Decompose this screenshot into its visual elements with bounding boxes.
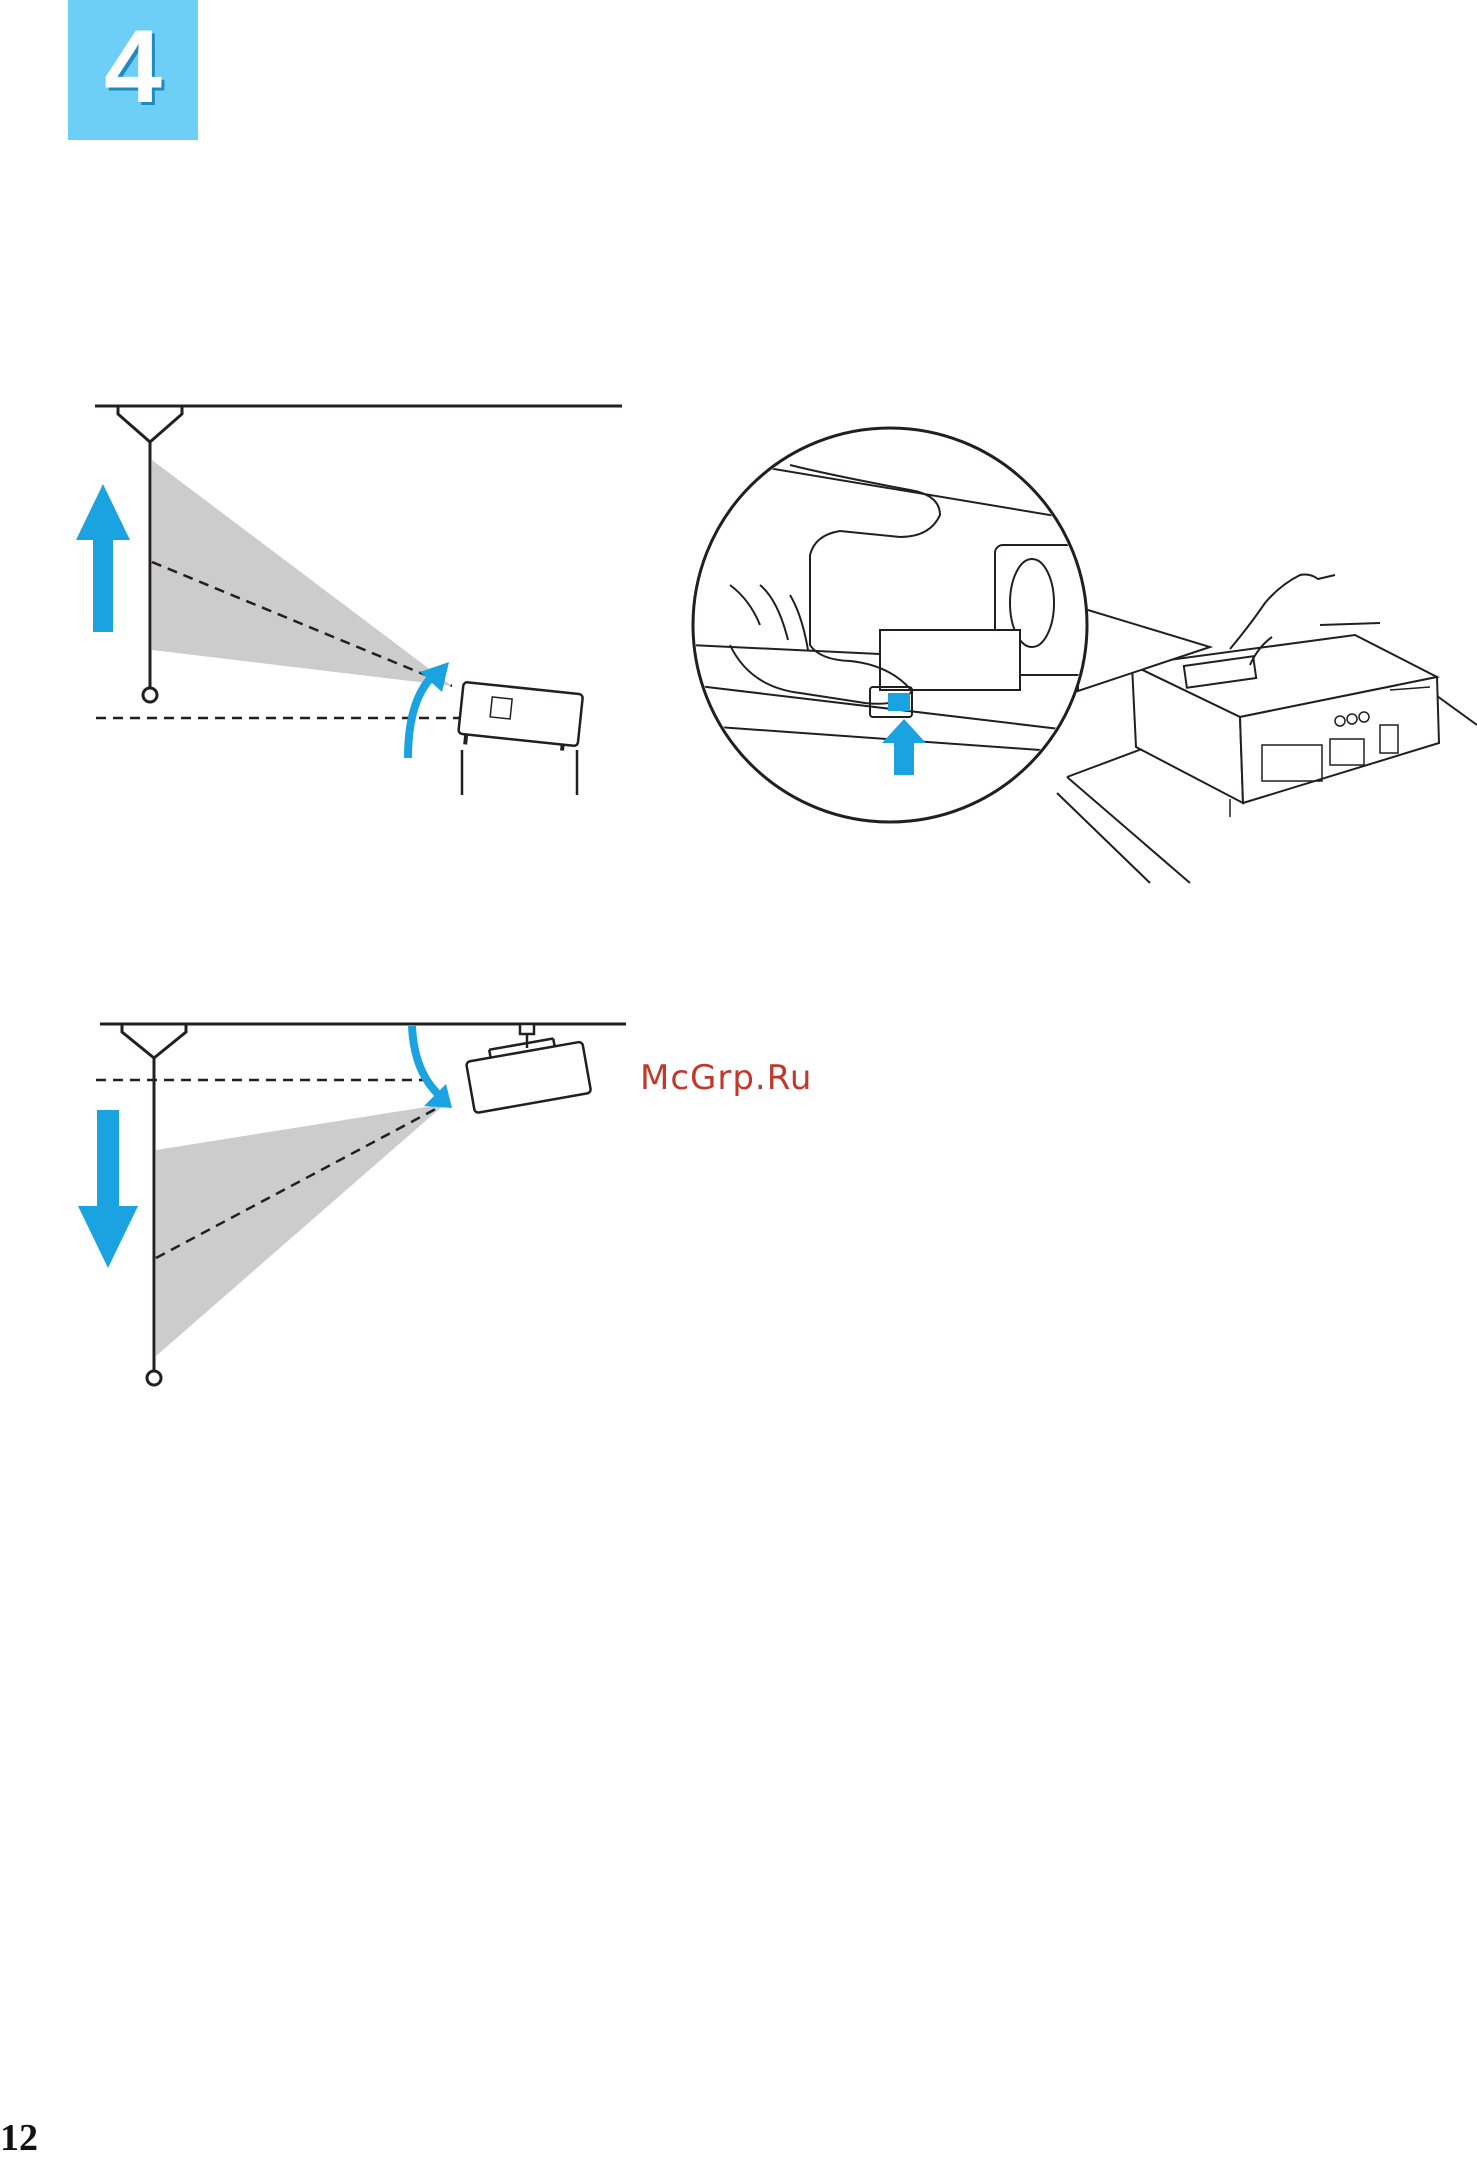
down-arrow-icon — [78, 1110, 138, 1268]
watermark-text: McGrp.Ru — [640, 1058, 812, 1098]
curved-arrow-icon — [412, 1026, 452, 1108]
step-number-badge: 4 — [68, 0, 198, 140]
up-arrow-icon — [76, 484, 130, 632]
step-number: 4 — [104, 15, 162, 119]
figure-raise-image — [0, 380, 640, 800]
figure-lower-image — [0, 1000, 640, 1420]
figure-foot-lever-image — [690, 425, 1477, 885]
page-number: 12 — [0, 2116, 38, 2160]
